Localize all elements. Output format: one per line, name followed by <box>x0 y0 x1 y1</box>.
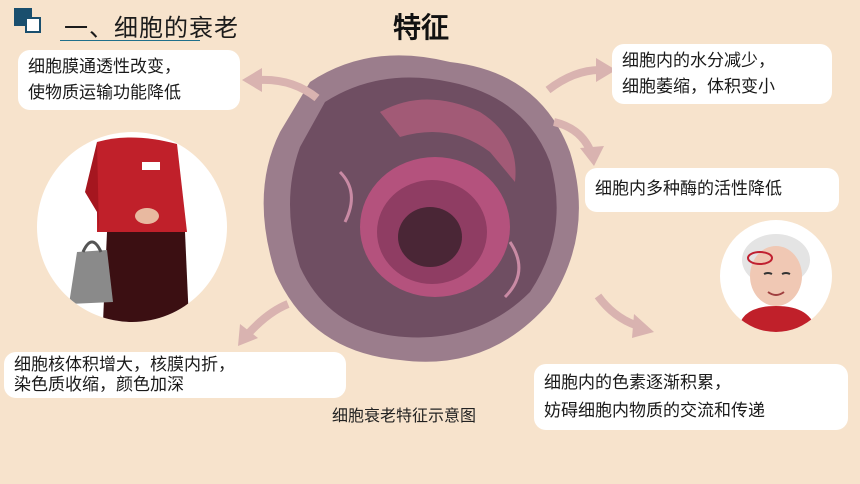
membrane-line-2: 使物质运输功能降低 <box>28 83 181 103</box>
pigment-line-1: 细胞内的色素逐渐积累， <box>544 373 731 393</box>
elderly-woman-face-illustration <box>720 220 832 332</box>
arrow-to-nucleus <box>238 300 290 346</box>
nucleus-feature-box: 细胞核体积增大，核膜内折， 染色质收缩，颜色加深 <box>4 352 346 398</box>
nucleus-line-1: 细胞核体积增大，核膜内折， <box>14 355 235 375</box>
elderly-woman-body-illustration <box>37 132 227 322</box>
title-underline <box>60 40 200 41</box>
membrane-feature-box: 细胞膜通透性改变， 使物质运输功能降低 <box>18 50 240 110</box>
water-line-2: 细胞萎缩，体积变小 <box>622 77 775 97</box>
arrow-to-membrane <box>242 68 320 102</box>
pigment-line-2: 妨碍细胞内物质的交流和传递 <box>544 401 765 421</box>
pigment-feature-box: 细胞内的色素逐渐积累， 妨碍细胞内物质的交流和传递 <box>534 364 848 430</box>
water-line-1: 细胞内的水分减少， <box>622 51 775 71</box>
membrane-line-1: 细胞膜通透性改变， <box>28 57 181 77</box>
nucleus-line-2: 染色质收缩，颜色加深 <box>14 375 184 395</box>
arrow-to-pigment <box>594 293 654 338</box>
diagram-caption: 细胞衰老特征示意图 <box>332 406 477 425</box>
aging-cell-illustration <box>263 55 579 362</box>
arrow-to-enzyme <box>552 118 604 166</box>
water-feature-box: 细胞内的水分减少， 细胞萎缩，体积变小 <box>612 44 832 104</box>
enzyme-line-1: 细胞内多种酶的活性降低 <box>595 179 782 199</box>
square-bullet-icon <box>14 8 41 33</box>
section-title: 一、细胞的衰老 <box>64 14 239 42</box>
enzyme-feature-box: 细胞内多种酶的活性降低 <box>585 168 839 212</box>
arrow-to-water <box>545 58 616 94</box>
feature-title: 特征 <box>393 11 450 44</box>
